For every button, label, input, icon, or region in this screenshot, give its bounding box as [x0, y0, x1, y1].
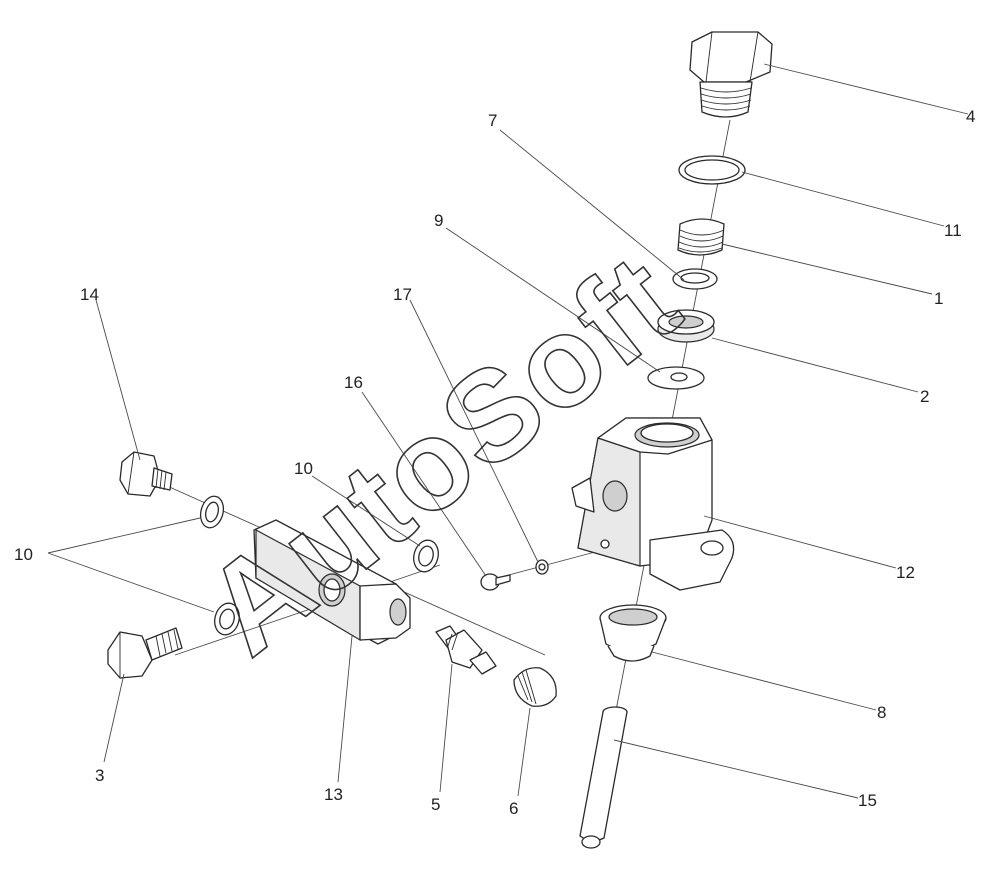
leader-10-right [311, 475, 421, 547]
leader-9 [445, 227, 661, 373]
part-1-spring [677, 218, 725, 256]
leader-5 [439, 663, 453, 793]
leader-14 [95, 299, 141, 461]
part-7-washer [672, 268, 718, 290]
leader-10-upper [47, 517, 201, 554]
part-16-screw [480, 573, 511, 591]
callout-14: 14 [80, 285, 99, 304]
callout-9: 9 [434, 211, 443, 230]
leader-lines [47, 63, 969, 799]
lower-assembly-axis [174, 564, 441, 656]
leader-10-lower [47, 552, 215, 613]
callout-1: 1 [934, 289, 943, 308]
callout-11: 11 [944, 221, 962, 240]
leader-16 [361, 391, 487, 577]
leader-7 [499, 129, 685, 281]
part-5-fitting [435, 625, 497, 675]
callout-10-left: 10 [14, 545, 33, 564]
callout-12: 12 [896, 563, 915, 582]
callout-13: 13 [324, 785, 343, 804]
part-14-hex-bolt [119, 451, 173, 497]
callout-8: 8 [877, 703, 886, 722]
callout-15: 15 [858, 791, 877, 810]
leader-12 [703, 515, 897, 569]
callout-7: 7 [488, 111, 497, 130]
callout-5: 5 [431, 795, 440, 814]
part-15-pin [579, 706, 628, 849]
part-4-hex-plug [689, 31, 773, 118]
callout-2: 2 [920, 387, 929, 406]
part-2-seal-ring [657, 309, 715, 343]
callout-labels: 4 11 1 2 12 8 15 7 9 17 16 10 10 14 3 13… [14, 107, 975, 818]
leader-13 [337, 635, 353, 783]
leader-8 [651, 651, 877, 711]
part-13-block [253, 519, 411, 645]
part-10-washers [199, 495, 439, 636]
leader-6 [517, 707, 531, 797]
part-11-o-ring [678, 155, 746, 185]
part-3-hex-bolt [107, 627, 183, 679]
leader-3 [103, 673, 125, 763]
leader-17 [409, 299, 539, 563]
part-17-washer [535, 559, 549, 575]
leader-15 [613, 739, 859, 799]
leader-4 [763, 63, 969, 115]
callout-6: 6 [509, 799, 518, 818]
part-8-bushing [599, 604, 667, 662]
callout-4: 4 [966, 107, 975, 126]
part-9-flat-washer [647, 366, 705, 390]
callout-3: 3 [95, 766, 104, 785]
leader-11 [741, 171, 945, 227]
callout-16: 16 [344, 373, 363, 392]
part-12-valve-body [571, 417, 735, 591]
leader-2 [711, 337, 919, 393]
callout-10-right: 10 [294, 459, 313, 478]
callout-17: 17 [393, 285, 412, 304]
part-6-cap [513, 667, 557, 707]
leader-1 [721, 243, 933, 295]
